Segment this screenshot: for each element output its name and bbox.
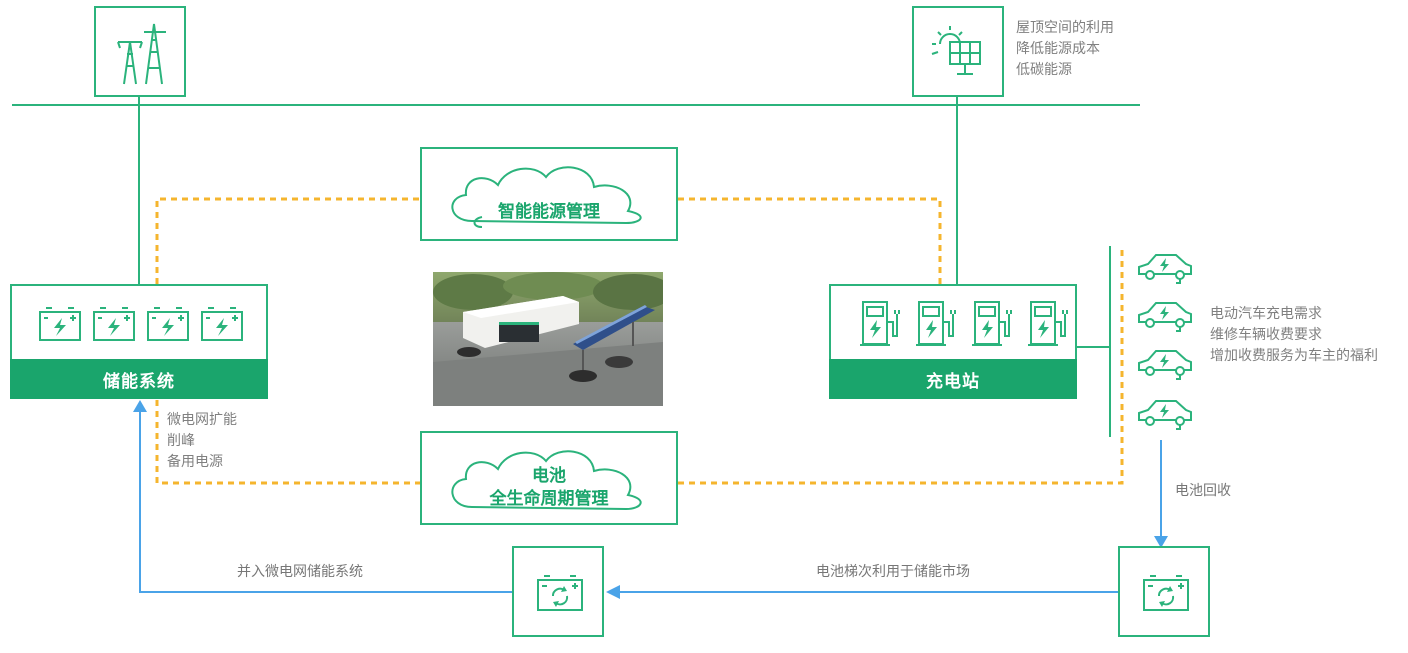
recycle-battery-icon xyxy=(1143,575,1189,611)
charger-icon xyxy=(916,301,956,346)
charging-station-photo xyxy=(433,272,663,406)
battery-lifecycle-box: 电池 全生命周期管理 xyxy=(420,431,678,525)
power-tower-icon xyxy=(117,23,166,85)
smart-energy-box: 智能能源管理 xyxy=(420,147,678,241)
recycled-battery-box xyxy=(1118,546,1210,637)
recycle-battery-icon xyxy=(537,575,583,611)
battery-icon xyxy=(93,307,135,341)
solar-box xyxy=(912,6,1004,97)
recycle-label: 电池回收 xyxy=(1175,483,1231,499)
ev-car-icon xyxy=(1138,302,1192,332)
second-life-label: 电池梯次利用于储能市场 xyxy=(816,564,970,580)
station-illustration xyxy=(433,272,663,406)
solar-note-2: 降低能源成本 xyxy=(1016,41,1100,57)
battery-lifecycle-line2: 全生命周期管理 xyxy=(489,489,609,509)
storage-note-3: 备用电源 xyxy=(167,454,223,470)
charging-station-title: 充电站 xyxy=(829,359,1077,399)
battery-icon xyxy=(39,307,81,341)
storage-system-title: 储能系统 xyxy=(10,359,268,399)
charger-icon xyxy=(972,301,1012,346)
ev-note-1: 电动汽车充电需求 xyxy=(1210,306,1322,322)
ev-note-2: 维修车辆收费要求 xyxy=(1210,327,1322,343)
cloud-icon xyxy=(451,450,642,511)
ev-note-3: 增加收费服务为车主的福利 xyxy=(1210,348,1378,364)
ev-notes: 电动汽车充电需求 维修车辆收费要求 增加收费服务为车主的福利 xyxy=(1210,304,1378,367)
storage-note-1: 微电网扩能 xyxy=(167,412,237,428)
battery-lifecycle-line1: 电池 xyxy=(532,466,566,486)
battery-icon xyxy=(201,307,243,341)
solar-panel-icon xyxy=(931,26,981,75)
solar-note-1: 屋顶空间的利用 xyxy=(1016,20,1114,36)
microgrid-battery-box xyxy=(512,546,604,637)
power-grid-box xyxy=(94,6,186,97)
smart-energy-title: 智能能源管理 xyxy=(498,202,600,222)
ev-car-icon xyxy=(1138,350,1192,380)
ev-car-icon xyxy=(1138,254,1192,284)
solar-notes: 屋顶空间的利用 降低能源成本 低碳能源 xyxy=(1016,18,1114,81)
storage-system-box: 储能系统 xyxy=(10,284,268,399)
ev-car-icon xyxy=(1138,400,1192,430)
solar-note-3: 低碳能源 xyxy=(1016,62,1072,78)
battery-icon xyxy=(147,307,189,341)
storage-note-2: 削峰 xyxy=(167,433,195,449)
cloud-icon xyxy=(451,166,642,228)
charger-icon xyxy=(1028,301,1068,346)
storage-notes: 微电网扩能 削峰 备用电源 xyxy=(167,410,237,473)
charging-station-box: 充电站 xyxy=(829,284,1077,399)
microgrid-label: 并入微电网储能系统 xyxy=(237,564,363,580)
battery-lifecycle-title: 电池 全生命周期管理 xyxy=(422,465,676,511)
charger-icon xyxy=(860,301,900,346)
